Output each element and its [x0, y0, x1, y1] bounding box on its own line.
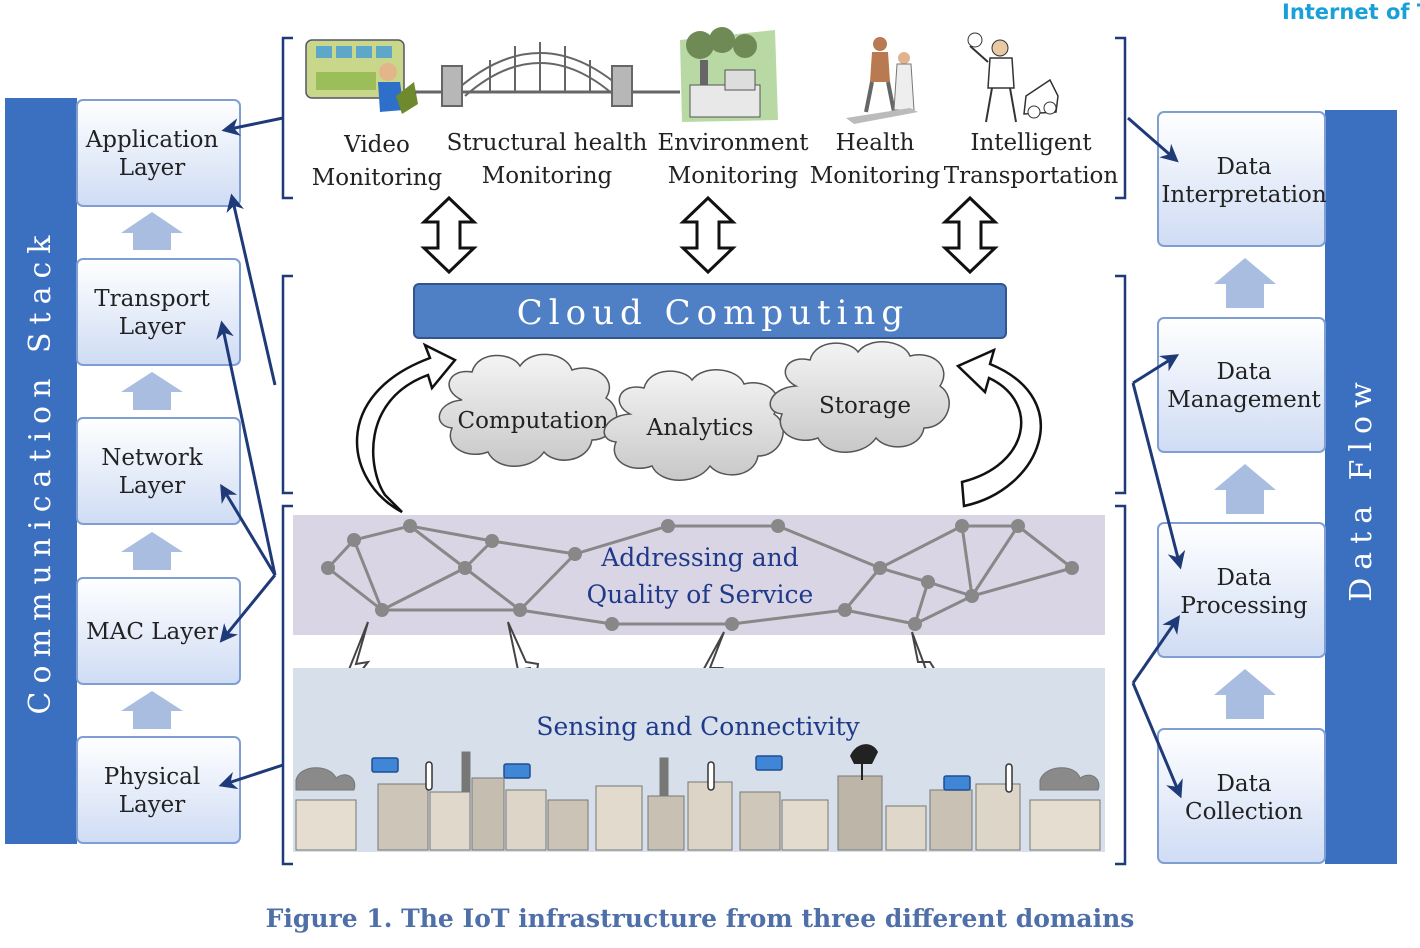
curved-arrow-left-icon: [355, 342, 457, 514]
application-label: Monitoring: [810, 163, 941, 189]
application-label: Transportation: [944, 163, 1119, 189]
dataflow-stage-processing: Data Processing: [1157, 522, 1326, 658]
cloud-service-label: Storage: [819, 393, 911, 419]
dataflow-stage-label: Processing: [1180, 593, 1308, 619]
stack-layer-label: Layer: [119, 314, 186, 340]
network-label: Quality of Service: [587, 580, 814, 609]
application-structural-health: Structural health Monitoring: [447, 130, 648, 189]
communication-stack-title: Communication Stack: [23, 228, 58, 715]
application-environment: Environment Monitoring: [657, 130, 809, 189]
dataflow-stage-interpretation: Data Interpretation: [1157, 111, 1327, 247]
cloud-computing-bar: [413, 283, 1007, 339]
stack-layer-label: Layer: [119, 155, 186, 181]
application-label: Structural health: [447, 130, 648, 156]
up-arrow-icon: [121, 372, 183, 410]
application-health: Health Monitoring: [810, 130, 941, 189]
stack-connectors: [216, 116, 284, 790]
camera-icon: [503, 763, 531, 779]
stack-layer-transport: Transport Layer: [76, 258, 241, 366]
dataflow-stage-label: Data: [1216, 565, 1271, 591]
intelligent-transportation-illustration: [967, 32, 1059, 123]
environment-factory-illustration: [680, 27, 778, 122]
bridge-illustration: [415, 42, 680, 107]
dataflow-stage-label: Management: [1167, 387, 1321, 413]
stack-layer-label: Layer: [119, 473, 186, 499]
dataflow-connectors: [1127, 116, 1186, 799]
double-arrow-icon: [420, 195, 478, 275]
camera-icon: [371, 757, 399, 773]
dataflow-stage-label: Collection: [1185, 799, 1303, 825]
up-arrow-icon: [121, 691, 183, 729]
dataflow-stage-label: Data: [1216, 771, 1271, 797]
dataflow-stage-label: Data: [1216, 359, 1271, 385]
application-transportation: Intelligent Transportation: [944, 130, 1119, 189]
stack-layer-label: MAC Layer: [86, 619, 218, 645]
stack-layer-label: Network: [101, 445, 204, 471]
camera-icon: [755, 755, 783, 771]
dataflow-stage-label: Interpretation: [1161, 182, 1326, 208]
application-label: Intelligent: [970, 130, 1092, 156]
application-label: Monitoring: [668, 163, 799, 189]
cloud-computing-title: Cloud Computing: [517, 293, 909, 333]
video-monitoring-illustration: [305, 39, 418, 114]
cloud-storage: Storage: [769, 341, 950, 453]
up-arrow-icon: [1214, 669, 1276, 719]
thermometer-icon: [1005, 763, 1013, 793]
cloud-service-label: Analytics: [646, 415, 754, 441]
stack-layer-physical: Physical Layer: [76, 736, 241, 844]
stack-layer-label: Physical: [104, 764, 200, 790]
up-arrow-icon: [1214, 464, 1276, 514]
network-band: [293, 515, 1105, 635]
application-label: Environment: [657, 130, 809, 156]
application-video-monitoring: Video Monitoring: [312, 132, 443, 191]
up-arrow-icon: [1214, 258, 1276, 308]
dataflow-stage-label: Data: [1216, 154, 1271, 180]
application-label: Health: [836, 130, 915, 156]
network-nodes: [321, 519, 1079, 631]
communication-stack-bar: [5, 98, 77, 844]
double-arrow-icon: [941, 195, 999, 275]
stack-layer-mac: MAC Layer: [76, 577, 241, 685]
weather-vane-icon: [850, 744, 878, 780]
stack-layer-application: Application Layer: [76, 99, 241, 207]
curved-arrow-right-icon: [955, 347, 1043, 508]
figure-caption: Figure 1. The IoT infrastructure from th…: [265, 904, 1135, 933]
application-label: Video: [343, 132, 410, 158]
data-flow-bar: [1325, 110, 1397, 864]
stack-layer-label: Transport: [94, 286, 210, 312]
dataflow-stage-collection: Data Collection: [1157, 728, 1326, 864]
network-label: Addressing and: [600, 543, 799, 572]
domain-brackets: [281, 36, 1127, 866]
cloud-service-label: Computation: [457, 408, 608, 434]
thermometer-icon: [707, 761, 715, 791]
stack-layer-label: Layer: [119, 792, 186, 818]
dataflow-stage-management: Data Management: [1157, 317, 1326, 453]
health-monitoring-illustration: [846, 37, 918, 124]
up-arrow-icon: [121, 212, 183, 250]
double-arrows: [420, 195, 999, 275]
sensor-cameras: [371, 755, 971, 791]
stack-layer-network: Network Layer: [76, 417, 241, 525]
camera-icon: [943, 775, 971, 791]
double-arrow-icon: [679, 195, 737, 275]
cloud-analytics: Analytics: [603, 369, 784, 481]
thermometers: [425, 761, 1013, 793]
cloud-computation: Computation: [438, 353, 618, 467]
city-skyline-illustration: [295, 751, 1101, 851]
thermometer-icon: [425, 761, 433, 791]
up-arrow-icon: [121, 532, 183, 570]
data-flow-title: Data Flow: [1344, 374, 1379, 602]
corner-logo-text: Internet of T: [1282, 0, 1420, 24]
application-label: Monitoring: [482, 163, 613, 189]
application-label: Monitoring: [312, 165, 443, 191]
sensing-label: Sensing and Connectivity: [536, 712, 860, 741]
stack-layer-label: Application: [85, 127, 219, 153]
